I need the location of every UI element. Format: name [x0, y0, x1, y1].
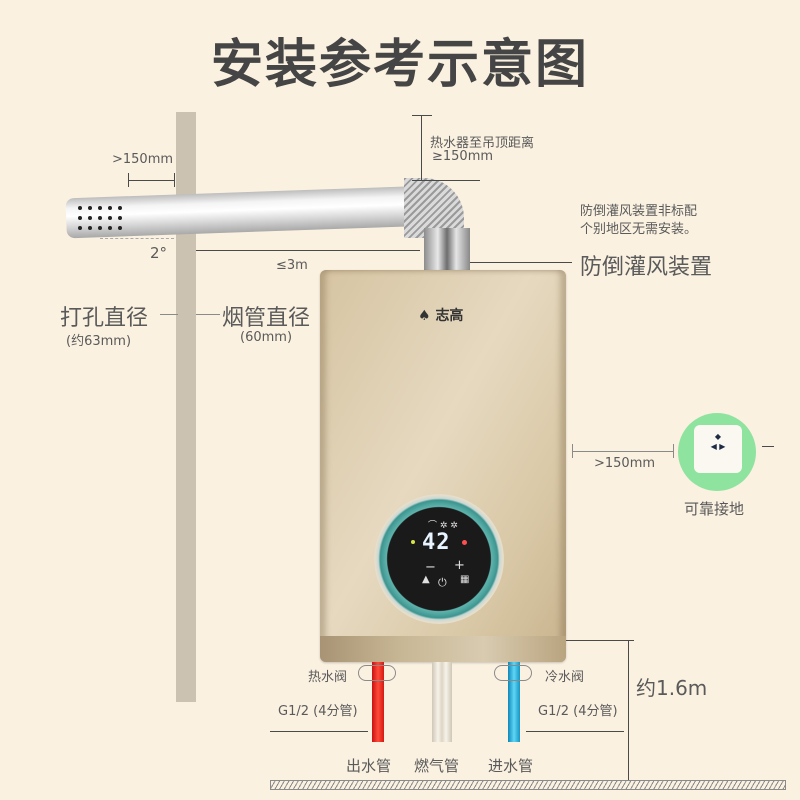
status-led-green — [411, 540, 415, 544]
ceiling-clearance-value: ≥150mm — [432, 149, 494, 164]
dimension-tick — [128, 173, 129, 187]
brand-logo: ♠ 志高 — [418, 305, 463, 325]
ceiling-dimension-line — [421, 115, 422, 181]
flue-length-line — [196, 250, 420, 251]
dimension-line — [128, 180, 174, 181]
cold-thread-spec: G1/2 (4分管) — [538, 704, 618, 719]
socket-cable — [762, 446, 774, 447]
leader-line — [526, 731, 624, 732]
dimension-tick — [174, 173, 175, 187]
water-heater-base — [320, 636, 566, 662]
hot-water-outlet-pipe — [372, 662, 384, 742]
grounding-label: 可靠接地 — [684, 500, 745, 518]
control-panel[interactable] — [374, 494, 504, 624]
flue-diameter-value: (60mm) — [240, 330, 293, 345]
slope-angle-label: 2° — [150, 244, 168, 262]
outlet-pipe-label: 出水管 — [346, 757, 392, 775]
dimension-tick — [572, 444, 573, 458]
slope-guide — [100, 238, 174, 239]
menu-grid-icon[interactable]: ▦ — [460, 574, 470, 585]
leader-line — [160, 314, 178, 315]
install-height-top-tick — [566, 640, 634, 641]
leader-line — [470, 262, 572, 263]
anti-backdraft-note-line1: 防倒灌风装置非标配 — [580, 204, 698, 219]
socket-plate — [694, 425, 742, 473]
side-clearance-line — [572, 451, 674, 452]
anti-backdraft-collar — [424, 228, 470, 272]
floor — [270, 780, 786, 790]
status-led-red — [462, 540, 467, 545]
hot-thread-spec: G1/2 (4分管) — [278, 704, 358, 719]
anti-backdraft-device-label: 防倒灌风装置 — [580, 255, 713, 280]
flue-diameter-label: 烟管直径 — [222, 306, 311, 331]
dimension-tick — [673, 444, 674, 458]
flue-vent-holes — [74, 206, 134, 236]
hole-diameter-label: 打孔直径 — [60, 306, 149, 331]
socket-outlet-icon: ◆◀ ▶ — [710, 432, 726, 451]
minus-button[interactable]: − — [425, 560, 436, 575]
gas-pipe-label: 燃气管 — [414, 757, 460, 775]
diagram-title: 安装参考示意图 — [210, 35, 589, 95]
hot-water-valve[interactable] — [358, 665, 396, 681]
brand-icon: ♠ — [418, 308, 431, 324]
ceiling-clearance-label: 热水器至吊顶距离 — [430, 136, 535, 151]
install-height-line — [628, 640, 629, 780]
inlet-pipe-label: 进水管 — [488, 757, 534, 775]
shower-icon: ⌒ ✲ ✲ — [428, 521, 458, 531]
cold-water-inlet-pipe — [508, 662, 520, 742]
leader-line — [270, 731, 368, 732]
gas-pipe — [432, 662, 452, 742]
leader-line — [196, 314, 220, 315]
flue-protrusion-label: >150mm — [112, 152, 174, 167]
temperature-display: 42 — [422, 530, 451, 555]
anti-backdraft-note-line2: 个别地区无需安装。 — [580, 222, 698, 237]
hot-valve-label: 热水阀 — [308, 670, 348, 685]
wall — [176, 112, 196, 702]
cold-water-valve[interactable] — [494, 665, 532, 681]
power-button[interactable]: ⏻ — [438, 576, 447, 589]
ceiling-tick — [412, 115, 432, 116]
flue-length-label: ≤3m — [276, 258, 308, 273]
hole-diameter-value: (约63mm) — [66, 334, 132, 349]
ceiling-tick — [412, 180, 480, 181]
plus-button[interactable]: + — [454, 558, 465, 573]
side-clearance-label: >150mm — [594, 456, 656, 471]
brand-name: 志高 — [435, 308, 464, 324]
install-height-label: 约1.6m — [636, 676, 708, 700]
flame-icon[interactable]: ▲ — [422, 574, 430, 585]
cold-valve-label: 冷水阀 — [545, 670, 585, 685]
